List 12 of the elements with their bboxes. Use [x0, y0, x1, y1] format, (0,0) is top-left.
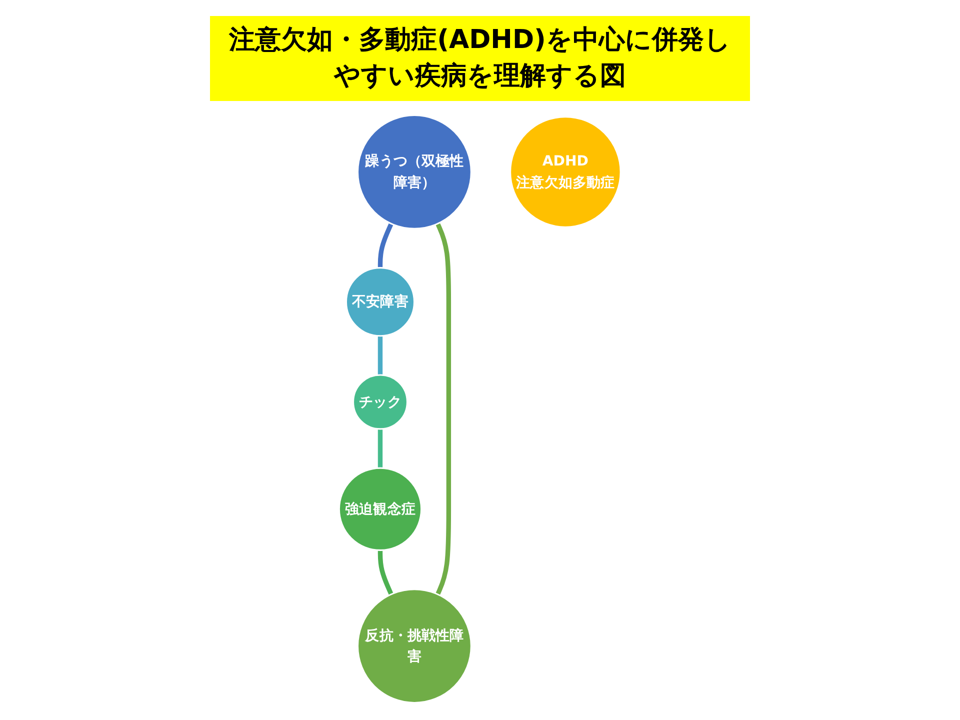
connector	[378, 550, 394, 596]
node-circle: ADHD 注意欠如多動症	[510, 116, 622, 228]
connector	[436, 222, 452, 596]
connector	[378, 336, 383, 375]
node-circle: チック	[352, 374, 408, 430]
node-circle: 躁うつ（双極性障害）	[357, 114, 472, 230]
title-banner: 注意欠如・多動症(ADHD)を中心に併発しやすい疾病を理解する図	[210, 16, 750, 101]
connector	[378, 428, 383, 468]
node-circle: 不安障害	[346, 266, 416, 336]
node-circle: 反抗・挑戦性障害	[357, 588, 472, 704]
node-circle: 強迫観念症	[338, 467, 422, 551]
connector	[378, 222, 394, 268]
